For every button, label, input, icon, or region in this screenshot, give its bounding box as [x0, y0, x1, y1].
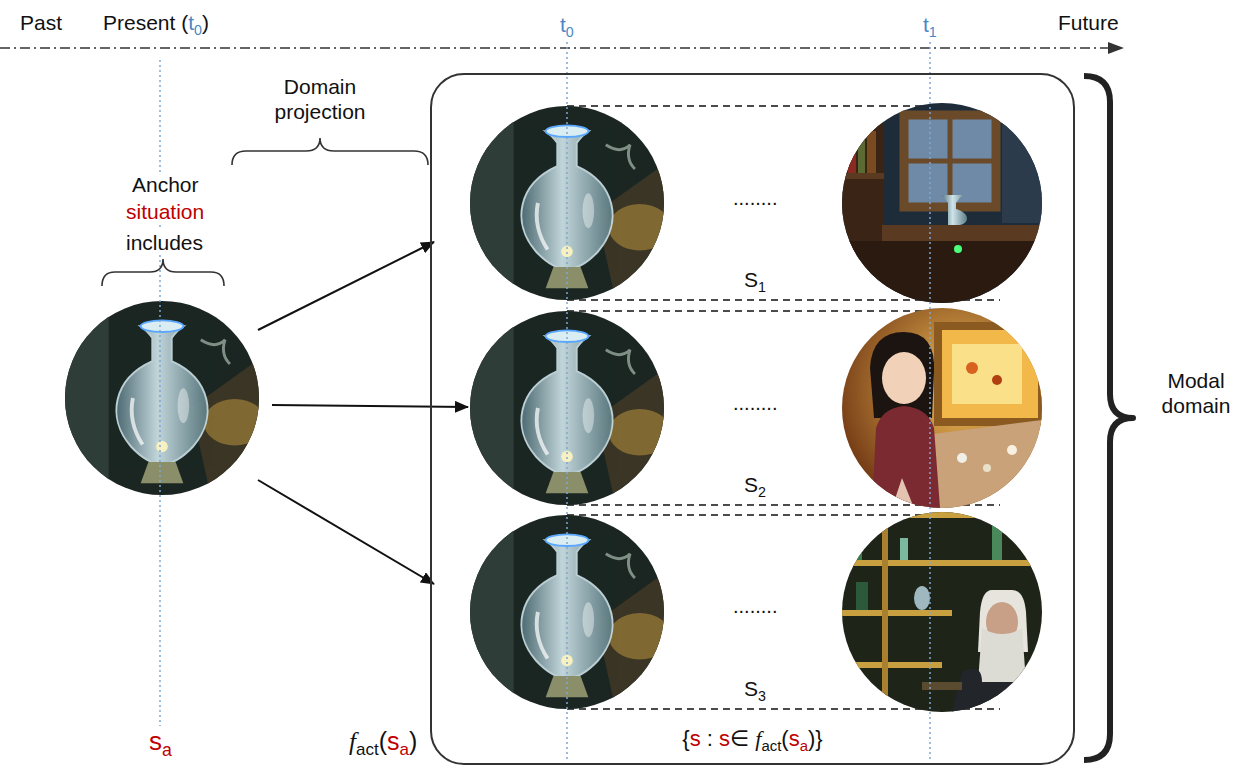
time-mark: t1 [923, 12, 937, 41]
situation-band: S2 [580, 311, 930, 505]
projection-arrow [258, 242, 468, 584]
brace-label: includes [123, 230, 206, 255]
brace-label: Domain projection [245, 74, 395, 124]
ellipsis: ........ [733, 391, 777, 415]
situation-band: S1 [580, 106, 930, 300]
brace-label: Anchor [129, 172, 202, 197]
node-text: S1 [580, 267, 930, 296]
time-marker-lines [160, 42, 930, 760]
time-label: Future [1058, 10, 1119, 35]
node-text: S3 [580, 676, 930, 705]
ellipsis: ........ [733, 186, 777, 210]
situation-band: S3 [580, 515, 930, 709]
time-mark: t0 [560, 12, 574, 41]
symbol-label: fact(sa) [349, 726, 417, 761]
scene-images [65, 103, 1052, 712]
modal-domain-box: {s : s∈ fact(sa)} S1S2S3 [430, 73, 1075, 765]
time-label: Present (t0) [103, 10, 209, 39]
brace [102, 138, 428, 286]
brace-label: situation [123, 199, 207, 224]
symbol-label: sa [149, 726, 172, 761]
brace-label: Modal domain [1150, 368, 1242, 418]
timeline-arrow [0, 42, 1124, 54]
ellipsis: ........ [733, 594, 777, 618]
node-text: S2 [580, 472, 930, 501]
time-label: Past [20, 10, 62, 35]
node-text: {s : s∈ fact(sa)} [432, 726, 1073, 755]
big-brace [1084, 76, 1133, 760]
